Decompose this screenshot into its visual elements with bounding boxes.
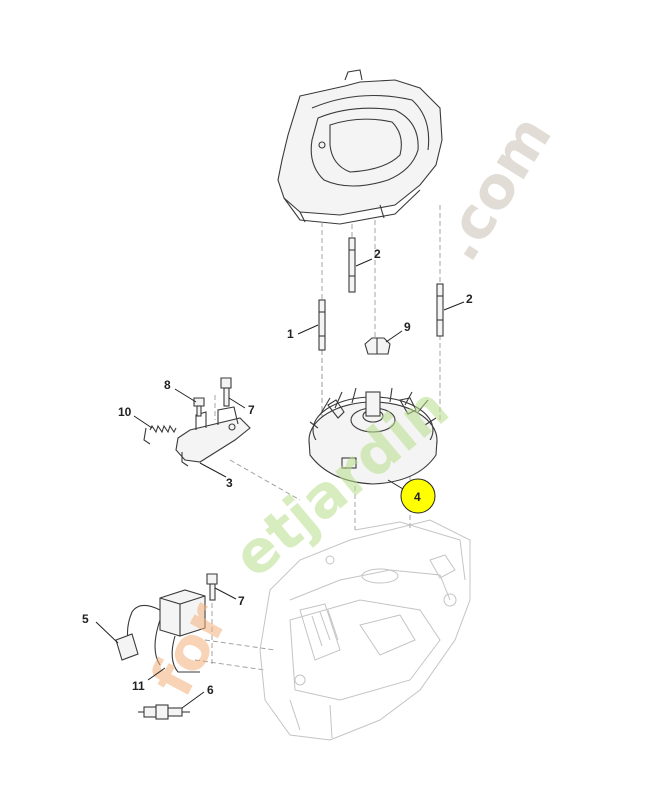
flywheel-nut (364, 337, 391, 355)
callout-8: 8 (164, 378, 171, 392)
callout-labels: 1 2 2 3 4 5 6 7 7 8 9 10 11 (82, 247, 473, 697)
screw-8 (193, 397, 205, 417)
callout-9: 9 (404, 320, 411, 334)
callout-leaders (95, 258, 465, 709)
stud-1 (318, 299, 326, 351)
callout-10: 10 (118, 405, 132, 419)
screw-7-upper (220, 377, 232, 407)
callout-1: 1 (287, 327, 294, 341)
stud-2-center (348, 237, 356, 293)
callout-5: 5 (82, 612, 89, 626)
watermark-text-a: for (137, 592, 241, 707)
bracket (175, 406, 251, 467)
engine-block (259, 519, 471, 741)
ignition-coil (115, 589, 206, 673)
callout-2-right: 2 (466, 292, 473, 306)
callout-7-lower: 7 (238, 594, 245, 608)
callout-7-upper: 7 (248, 403, 255, 417)
stud-2-right (436, 283, 444, 337)
spring-10 (143, 424, 177, 445)
watermark-text-c: .com (424, 103, 565, 272)
spark-plug (138, 704, 190, 720)
callout-3: 3 (226, 476, 233, 490)
callout-2-center: 2 (374, 247, 381, 261)
callout-4: 4 (414, 490, 421, 504)
flywheel (308, 387, 438, 485)
highlight-circle-4 (400, 478, 436, 514)
screw-7-lower (206, 573, 218, 601)
callout-6: 6 (207, 683, 214, 697)
blower-housing (277, 69, 443, 225)
callout-11: 11 (132, 679, 145, 693)
